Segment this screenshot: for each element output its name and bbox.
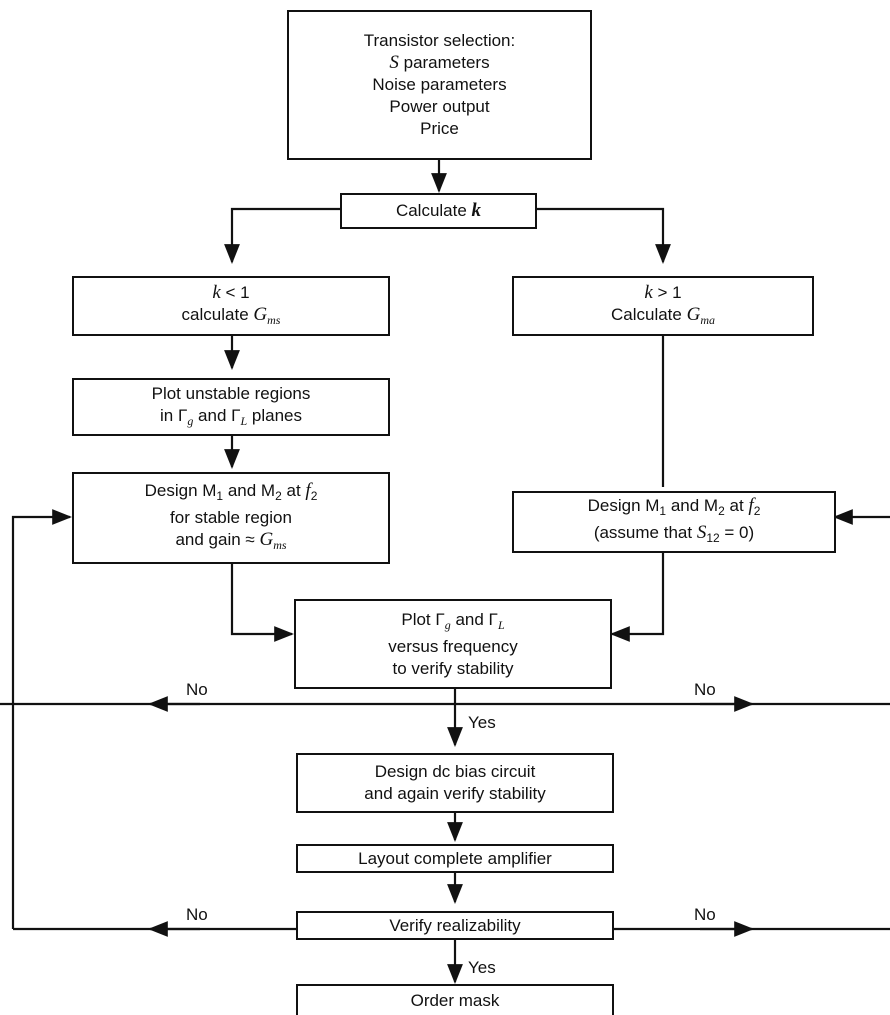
transistor-line-2: S parameters	[389, 52, 490, 73]
transistor-line-1: Transistor selection:	[363, 31, 516, 50]
k-less-than-one-box: k < 1 calculate Gms	[72, 276, 390, 336]
transistor-line-3: Noise parameters	[372, 75, 507, 94]
branch-label-no-right-1: No	[694, 680, 716, 699]
branch-label-yes-2: Yes	[468, 958, 496, 977]
design-matching-right-box: Design M1 and M2 at f2 (assume that S12 …	[512, 491, 836, 553]
arrow-design-left-to-plot-gamma	[230, 564, 294, 642]
transistor-selection-box: Transistor selection: S parameters Noise…	[287, 10, 592, 160]
k-greater-than-one-box: k > 1 Calculate Gma	[512, 276, 814, 336]
branch-label-no-right-2: No	[694, 905, 716, 924]
dc-bias-box: Design dc bias circuit and again verify …	[296, 753, 614, 813]
calculate-k-box: Calculate k	[340, 193, 537, 229]
arrow-calc-k-to-k-less	[224, 207, 340, 264]
plot-unstable-regions-box: Plot unstable regions in Γg and ΓL plane…	[72, 378, 390, 436]
transistor-line-5: Price	[420, 119, 459, 138]
arrow-design-right-to-plot-gamma	[610, 553, 665, 642]
verify-realizability-box: Verify realizability	[296, 911, 614, 940]
feedback-left	[11, 509, 72, 929]
plot-gamma-frequency-box: Plot Γg and ΓL versus frequency to verif…	[294, 599, 612, 689]
order-mask-box: Order mask	[296, 984, 614, 1015]
design-matching-left-box: Design M1 and M2 at f2 for stable region…	[72, 472, 390, 564]
layout-amplifier-box: Layout complete amplifier	[296, 844, 614, 873]
arrow-calc-k-to-k-greater	[537, 207, 671, 264]
branch-label-no-left-1: No	[186, 680, 208, 699]
branch-label-yes-1: Yes	[468, 713, 496, 732]
transistor-line-4: Power output	[389, 97, 490, 116]
branch-label-no-left-2: No	[186, 905, 208, 924]
